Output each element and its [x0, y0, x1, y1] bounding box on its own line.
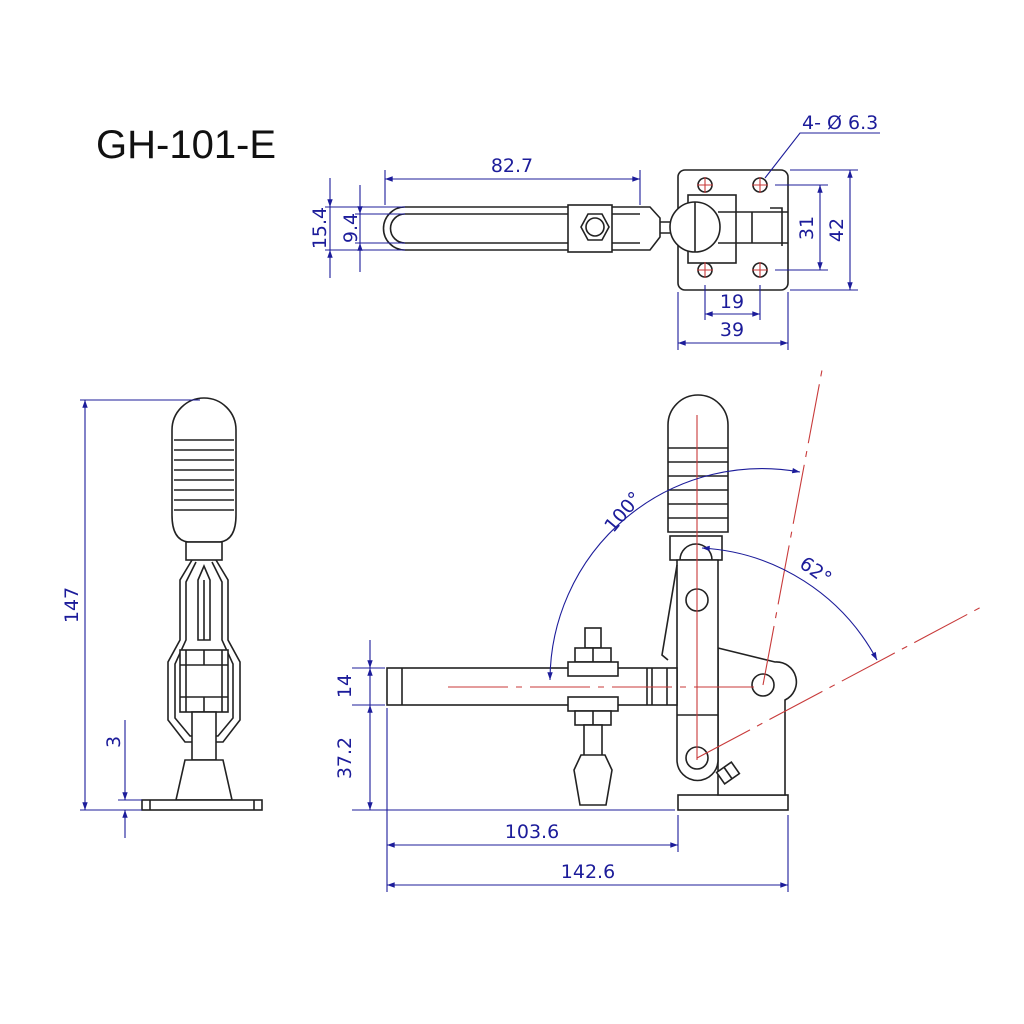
- dim-height: 147: [61, 587, 83, 623]
- dim-open-angle: 100°: [600, 488, 646, 537]
- dim-base-height: 42: [826, 218, 848, 242]
- top-view: 82.7 15.4 9.4 4- Ø 6.3 31 42 19 39: [309, 112, 880, 350]
- side-view: 147 3: [61, 397, 263, 838]
- front-view: 100° 62° 14 37.2 103.6 142.6: [334, 369, 986, 892]
- dim-base-thickness: 3: [103, 736, 125, 748]
- dim-clamp-angle: 62°: [795, 552, 835, 589]
- model-title: GH-101-E: [96, 123, 276, 167]
- mounting-holes: [697, 177, 768, 278]
- dim-width-inner: 9.4: [340, 213, 362, 243]
- dim-hole-spacing-v: 31: [796, 216, 818, 240]
- dim-base-width: 39: [720, 319, 744, 341]
- dim-handle-length: 82.7: [491, 155, 533, 177]
- dim-bar-height: 37.2: [334, 737, 356, 779]
- dim-overall-length: 142.6: [561, 861, 615, 883]
- dim-hole-spacing-h: 19: [720, 291, 744, 313]
- dim-holes: 4- Ø 6.3: [802, 112, 878, 134]
- dim-reach: 103.6: [505, 821, 559, 843]
- dim-width-outer: 15.4: [309, 207, 331, 249]
- dim-bar-thickness: 14: [334, 674, 356, 698]
